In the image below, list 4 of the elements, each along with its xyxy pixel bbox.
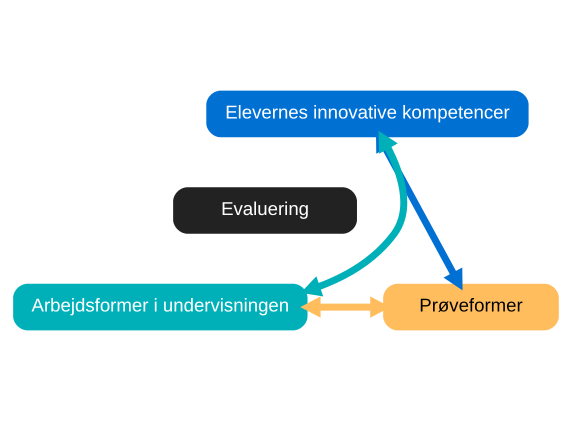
node-box: Evaluering xyxy=(173,187,357,234)
node-box: Prøveformer xyxy=(383,284,559,330)
node-box: Arbejdsformer i undervisningen xyxy=(13,284,308,330)
node-box: Elevernes innovative kompetencer xyxy=(206,90,529,138)
